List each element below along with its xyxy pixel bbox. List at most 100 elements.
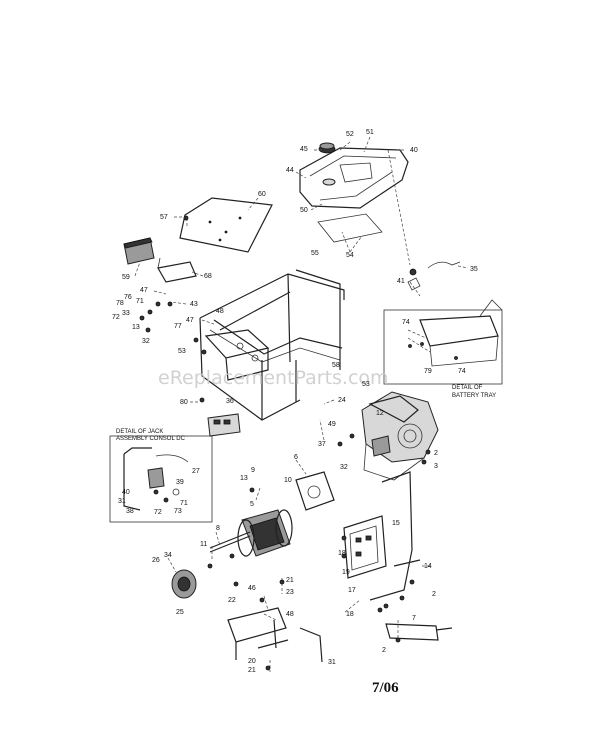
callout-5: 5 — [250, 501, 254, 508]
callout-3: 3 — [434, 463, 438, 470]
stator[interactable] — [237, 509, 293, 557]
jack-callout-72: 72 — [154, 509, 162, 516]
callout-17: 17 — [348, 587, 356, 594]
detail-battery-tray-title-1: DETAIL OF — [452, 385, 483, 391]
callout-8: 8 — [216, 525, 220, 532]
rear-panel[interactable] — [207, 413, 241, 437]
battery[interactable] — [123, 237, 155, 265]
rear-bearing-carrier[interactable] — [295, 471, 335, 511]
control-box[interactable] — [204, 329, 270, 381]
callout-68: 68 — [204, 273, 212, 280]
callout-35: 35 — [470, 266, 478, 273]
callout-58: 58 — [332, 362, 340, 369]
jack-callout-73: 73 — [174, 508, 182, 515]
callout-22: 22 — [228, 597, 236, 604]
callout-45: 45 — [300, 146, 308, 153]
handle-kit-left[interactable] — [227, 607, 323, 663]
callout-79: 79 — [424, 368, 432, 375]
callout-55: 55 — [311, 250, 319, 257]
callout-19: 19 — [342, 569, 350, 576]
callout-31: 31 — [328, 659, 336, 666]
callout-74b: 74 — [458, 368, 466, 375]
callout-53: 53 — [178, 348, 186, 355]
callout-54: 54 — [346, 252, 354, 259]
detail-jack-title-1: DETAIL OF JACK — [116, 429, 163, 435]
callout-76: 76 — [124, 294, 132, 301]
callout-48: 48 — [216, 308, 224, 315]
callout-60: 60 — [258, 191, 266, 198]
callout-33: 33 — [122, 310, 130, 317]
callout-52: 52 — [346, 131, 354, 138]
callout-13: 13 — [132, 324, 140, 331]
jack-callout-27: 27 — [192, 468, 200, 475]
callout-49: 49 — [328, 421, 336, 428]
callout-40: 40 — [410, 147, 418, 154]
callout-77: 77 — [174, 323, 182, 330]
callout-7: 7 — [412, 615, 416, 622]
callout-18b: 18 — [346, 611, 354, 618]
callout-36: 36 — [226, 398, 234, 405]
end-cover[interactable] — [171, 569, 197, 599]
callout-53b: 53 — [362, 381, 370, 388]
jack-callout-71: 71 — [180, 500, 188, 507]
fuel-tank[interactable] — [299, 147, 409, 209]
callout-18a: 18 — [338, 550, 346, 557]
callout-43: 43 — [190, 301, 198, 308]
callout-14: 14 — [424, 563, 432, 570]
control-panel-module[interactable] — [343, 515, 387, 579]
callout-21a: 21 — [286, 577, 294, 584]
callout-37: 37 — [318, 441, 326, 448]
hardware-fasteners — [139, 215, 431, 671]
callout-47b: 47 — [186, 317, 194, 324]
detail-battery-tray-box: DETAIL OF BATTERY TRAY — [383, 299, 503, 399]
callout-25: 25 — [176, 609, 184, 616]
callout-6: 6 — [294, 454, 298, 461]
fuel-valve-and-line[interactable] — [387, 149, 469, 291]
callout-46: 46 — [248, 585, 256, 592]
detail-jack-assembly-box: DETAIL OF JACK ASSEMBLY CONSOL DC — [109, 429, 213, 523]
callout-21b: 21 — [248, 667, 256, 674]
foot-bracket-right[interactable] — [385, 623, 453, 641]
callout-2c: 2 — [382, 647, 386, 654]
frame[interactable] — [199, 269, 345, 421]
fuel-cap[interactable] — [318, 142, 336, 154]
battery-bracket — [157, 257, 197, 283]
control-panel-plate[interactable] — [179, 197, 273, 253]
callout-80: 80 — [180, 399, 188, 406]
tank-insulation-pad — [317, 213, 383, 243]
callout-labels: 45 52 51 40 44 50 54 55 35 41 57 60 59 6… — [112, 129, 478, 674]
callout-26: 26 — [152, 557, 160, 564]
callout-32: 32 — [142, 338, 150, 345]
callout-12: 12 — [376, 410, 384, 417]
callout-2a: 2 — [434, 450, 438, 457]
engine-mount-bracket[interactable] — [369, 471, 421, 601]
date-code: 7/06 — [372, 680, 399, 696]
watermark: eReplacementParts.com — [158, 367, 389, 389]
callout-13b: 13 — [240, 475, 248, 482]
callout-15: 15 — [392, 520, 400, 527]
fuel-gauge — [322, 178, 336, 186]
callout-71: 71 — [136, 298, 144, 305]
callout-57: 57 — [160, 214, 168, 221]
callout-50: 50 — [300, 207, 308, 214]
callout-74a: 74 — [402, 319, 410, 326]
callout-72: 72 — [112, 314, 120, 321]
callout-11: 11 — [200, 541, 207, 548]
callout-2b: 2 — [432, 591, 436, 598]
callout-59: 59 — [122, 274, 130, 281]
jack-callout-39: 39 — [176, 479, 184, 486]
detail-jack-title-2: ASSEMBLY CONSOL DC — [116, 436, 186, 442]
callout-51: 51 — [366, 129, 374, 136]
engine[interactable] — [361, 391, 439, 481]
callout-41: 41 — [397, 278, 405, 285]
callout-32b: 32 — [340, 464, 348, 471]
callout-78: 78 — [116, 300, 124, 307]
callout-24: 24 — [338, 397, 346, 404]
jack-callout-40: 40 — [122, 489, 130, 496]
rotor[interactable] — [209, 531, 251, 553]
callout-44: 44 — [286, 167, 294, 174]
callout-34: 34 — [164, 552, 172, 559]
jack-callout-38: 38 — [126, 508, 134, 515]
callout-9: 9 — [251, 467, 255, 474]
